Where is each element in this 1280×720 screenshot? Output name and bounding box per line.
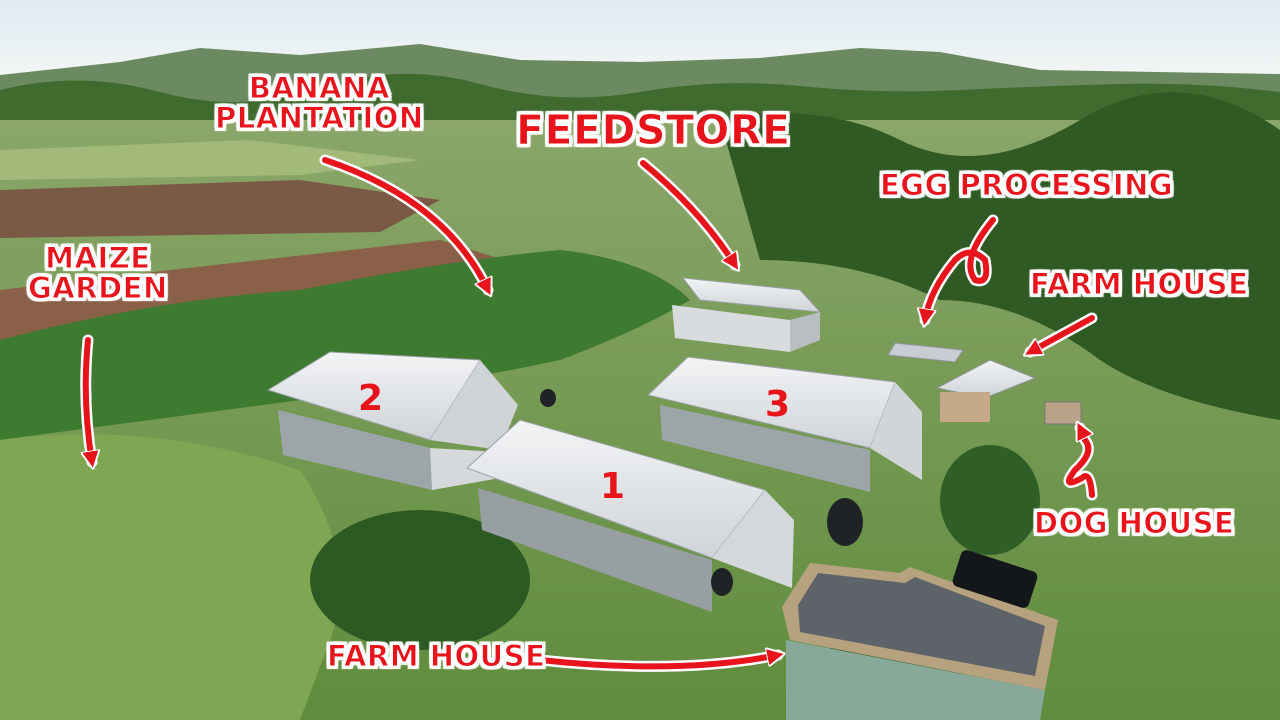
label-egg-processing: EGG PROCESSING bbox=[879, 168, 1174, 202]
poultry-house-3 bbox=[646, 356, 922, 492]
label-banana-line-2: PLANTATION bbox=[215, 100, 424, 135]
water-tank bbox=[827, 498, 863, 546]
dog-house-building bbox=[1044, 401, 1082, 425]
label-dog-house: DOG HOUSE bbox=[1033, 506, 1235, 540]
water-tank-small bbox=[540, 389, 556, 407]
maize-garden-area bbox=[0, 434, 340, 720]
arrow-dog-house bbox=[1066, 428, 1095, 498]
label-maize-line-1: MAIZE bbox=[45, 241, 151, 275]
label-farm-house-bottom: FARM HOUSE bbox=[326, 639, 546, 673]
banana-plantation-area bbox=[0, 250, 690, 440]
label-banana-line-1: BANANA bbox=[248, 71, 390, 105]
house-number-1: 1 bbox=[600, 466, 626, 507]
label-banana-plantation: BANANA PLANTATION bbox=[215, 71, 424, 135]
farm-house-bottom-building bbox=[782, 563, 1058, 720]
arrow-farm-house-right bbox=[1030, 315, 1095, 352]
arrow-maize bbox=[86, 337, 92, 462]
label-maize-line-2: GARDEN bbox=[28, 270, 168, 305]
mid-right-tree bbox=[940, 445, 1040, 555]
arrow-farm-house-bottom bbox=[537, 655, 778, 670]
feedstore-building bbox=[672, 277, 822, 352]
farm-house-right-building bbox=[935, 359, 1037, 422]
parked-car bbox=[952, 550, 1038, 608]
arrow-egg-processing bbox=[925, 217, 996, 320]
label-farm-house-right: FARM HOUSE bbox=[1029, 267, 1249, 301]
poultry-house-1 bbox=[466, 419, 794, 612]
house-number-3: 3 bbox=[765, 384, 791, 425]
right-forest bbox=[720, 92, 1280, 421]
arrow-banana bbox=[322, 157, 488, 290]
label-maize-garden: MAIZE GARDEN bbox=[28, 241, 168, 305]
water-tank-house-1 bbox=[711, 568, 733, 596]
label-feedstore: FEEDSTORE bbox=[515, 106, 791, 154]
egg-processing-shed bbox=[887, 342, 964, 363]
arrow-feedstore bbox=[640, 160, 735, 265]
light-field bbox=[0, 140, 420, 180]
bottom-tree-cluster bbox=[310, 510, 530, 650]
house-number-2: 2 bbox=[358, 378, 384, 419]
plowed-field-upper bbox=[0, 180, 440, 238]
poultry-house-2 bbox=[266, 351, 518, 490]
